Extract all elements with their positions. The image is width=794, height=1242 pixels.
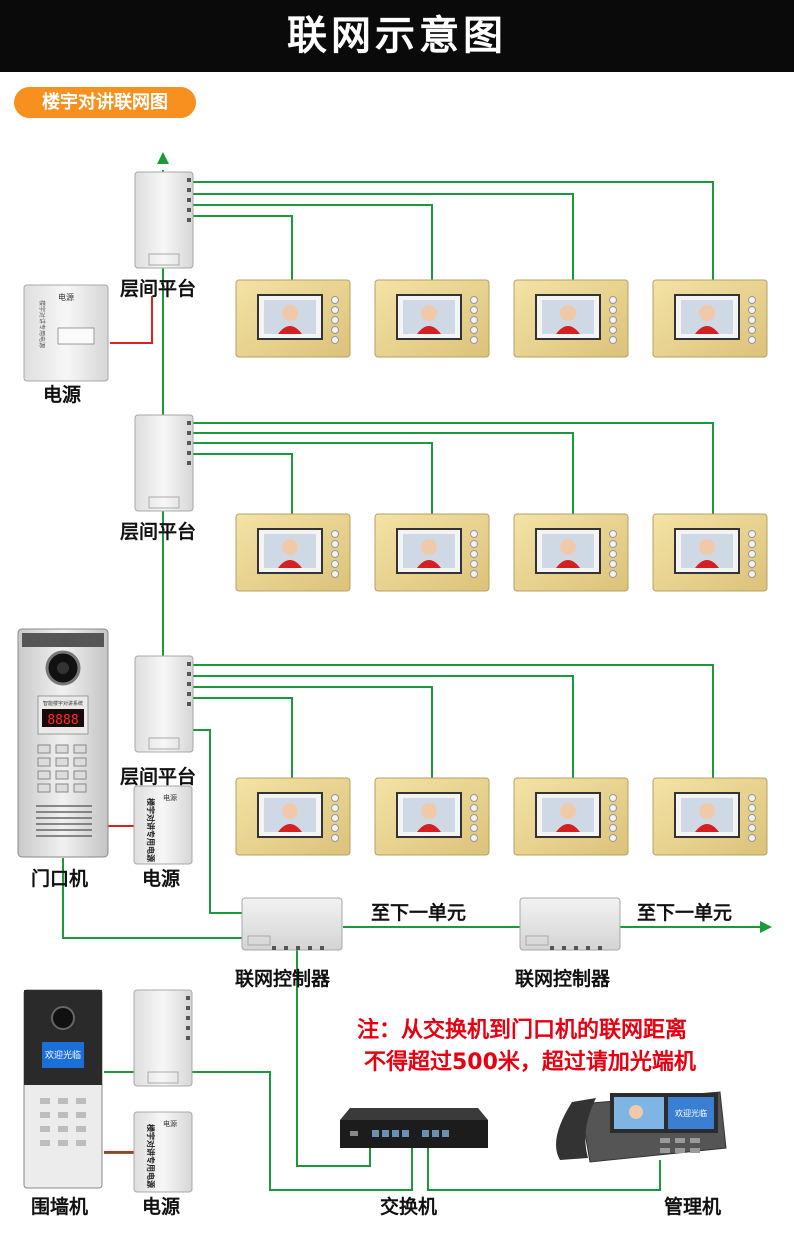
indoor-monitor [235,279,351,358]
svg-text:8888: 8888 [47,713,78,728]
power-supply-1: 电源 楼宇对讲专用电源 [23,284,109,382]
distance-note-line-2: 不得超过500米，超过请加光端机 [364,1050,696,1075]
power-label: 电源 [142,1196,181,1218]
fence-unit-label: 围墙机 [31,1196,89,1218]
power-supply-2: 电源 楼宇对讲专用电源 [133,785,193,865]
indoor-monitor [513,777,629,856]
network-switch [340,1108,488,1148]
fence-unit: 欢迎光临 [23,989,103,1189]
indoor-monitor [513,513,629,592]
power-label: 电源 [142,868,181,890]
network-controller-2 [519,897,621,951]
floor-platform-2 [134,414,194,512]
indoor-monitor [374,279,490,358]
to-next-unit-label: 至下一单元 [371,902,467,924]
up-arrow [157,152,169,164]
svg-text:楼宇对讲专用电源: 楼宇对讲专用电源 [38,300,46,348]
svg-text:智能楼宇对讲系统: 智能楼宇对讲系统 [43,700,83,707]
section-badge: 楼宇对讲联网图 [14,87,196,118]
to-next-unit-label: 至下一单元 [637,902,733,924]
indoor-monitor [652,279,768,358]
right-arrow [760,921,772,933]
svg-text:电源: 电源 [58,292,74,302]
page-title: 联网示意图 [287,13,507,59]
indoor-monitor [235,513,351,592]
indoor-monitor [652,777,768,856]
fence-platform [133,989,193,1087]
switch-label: 交换机 [380,1196,438,1218]
network-controller-label: 联网控制器 [515,968,611,990]
distance-note-line-1: 注：从交换机到门口机的联网距离 [357,1018,688,1043]
green-wires [62,170,762,1191]
floor-platform-3 [134,655,194,753]
floor-platform-label: 层间平台 [120,521,197,543]
svg-text:欢迎光临: 欢迎光临 [675,1108,707,1118]
floor-platform-label: 层间平台 [120,278,197,300]
indoor-monitor [652,513,768,592]
network-controller-label: 联网控制器 [235,968,331,990]
indoor-monitor [513,279,629,358]
title-bar [0,0,794,72]
power-label: 电源 [43,384,82,406]
svg-text:欢迎光临: 欢迎光临 [45,1049,81,1061]
svg-text:电源: 电源 [163,1119,177,1128]
manager-console: 欢迎光临 [556,1091,727,1163]
floor-platform-1 [134,171,194,269]
svg-text:楼宇对讲专用电源: 楼宇对讲专用电源 [146,1124,156,1188]
power-supply-3: 电源 楼宇对讲专用电源 [133,1111,193,1193]
floor-platform-label: 层间平台 [120,766,197,788]
indoor-monitor [374,513,490,592]
indoor-monitor [235,777,351,856]
red-wires [104,296,153,1153]
svg-text:楼宇对讲专用电源: 楼宇对讲专用电源 [146,798,156,862]
network-controller-1 [241,897,343,951]
indoor-monitor [374,777,490,856]
manager-label: 管理机 [664,1196,722,1218]
door-unit-label: 门口机 [31,868,89,890]
door-unit: 智能楼宇对讲系统 8888 [17,628,109,858]
svg-text:电源: 电源 [163,793,177,802]
